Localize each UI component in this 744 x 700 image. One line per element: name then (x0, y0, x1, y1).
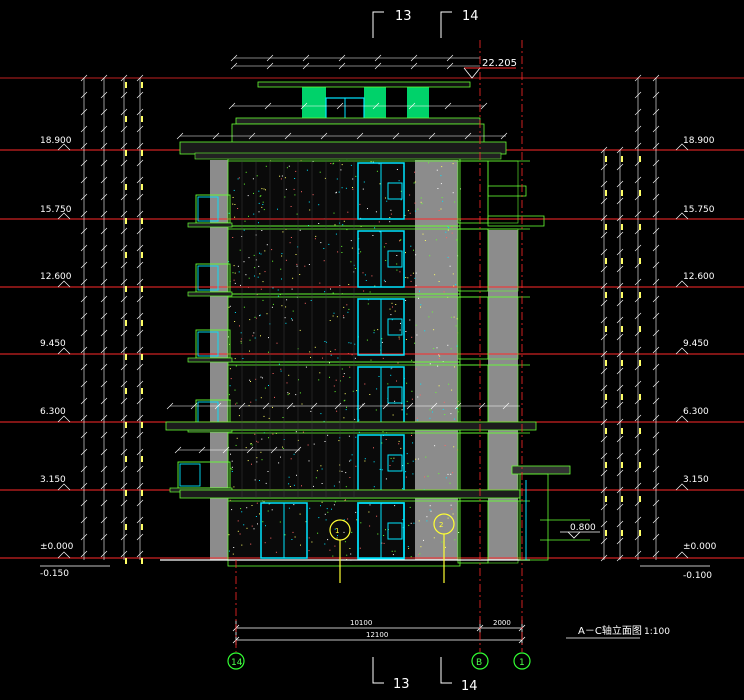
level-right-15750: 15.750 (683, 205, 715, 215)
roof-block-2 (364, 85, 386, 123)
level-labels-right: 18.900 15.750 12.600 9.450 6.300 3.150 ±… (683, 136, 717, 581)
level-labels-left: 18.900 15.750 12.600 9.450 6.300 3.150 ±… (40, 136, 74, 579)
level-right-12600: 12.600 (683, 272, 715, 282)
grey-wall-panel (415, 160, 458, 560)
level-left-000: ±0.000 (40, 542, 74, 552)
level-right-9450: 9.450 (683, 339, 709, 349)
level-left-18900: 18.900 (40, 136, 72, 146)
level-right-minus0100: -0.100 (683, 571, 712, 581)
level-right-3150: 3.150 (683, 475, 709, 485)
grade-marker-2: 2 (439, 521, 443, 529)
level-right-18900: 18.900 (683, 136, 715, 146)
axis-label-14: 14 (231, 658, 243, 668)
level-right-6300: 6.300 (683, 407, 709, 417)
canopy-level: 0.800 (560, 523, 600, 539)
section-mark-13-bottom: 13 (393, 677, 410, 692)
level-left-6300: 6.300 (40, 407, 66, 417)
grade-markers: 1 2 (329, 513, 455, 583)
section-mark-14-bottom: 14 (461, 679, 478, 694)
top-elevation-label: 22.205 (482, 58, 517, 69)
drawing-title: A－C轴立面图 1:100 (566, 624, 670, 639)
grey-wall-panel-right (488, 230, 518, 560)
section-mark-bottom: 13 14 (372, 657, 478, 694)
axis-label-B: B (476, 658, 482, 668)
dim-2000: 2000 (493, 619, 511, 627)
level-left-9450: 9.450 (40, 339, 66, 349)
grade-marker-1: 1 (335, 527, 339, 535)
dimension-lines (80, 54, 660, 564)
level-left-minus0150: -0.150 (40, 569, 69, 579)
canopy-level-label: 0.800 (570, 523, 596, 533)
section-mark-13-top: 13 (395, 9, 412, 24)
bottom-dimensions: 10100 12100 2000 (232, 619, 526, 645)
roof-structure (179, 81, 507, 160)
top-elevation: 22.205 (463, 58, 517, 79)
drawing-scale: 1:100 (644, 627, 670, 637)
level-left-3150: 3.150 (40, 475, 66, 485)
section-mark-14-top: 14 (462, 9, 479, 24)
dim-12100: 12100 (366, 631, 388, 639)
axis-markers: 14 B 1 (227, 40, 531, 670)
level-right-000: ±0.000 (683, 542, 717, 552)
section-mark-top: 13 14 (372, 9, 479, 38)
drawing-title-text: A－C轴立面图 (578, 624, 642, 637)
level-left-15750: 15.750 (40, 205, 72, 215)
roof-block-3 (407, 85, 429, 123)
axis-label-1: 1 (519, 658, 525, 668)
dim-10100: 10100 (350, 619, 372, 627)
level-left-12600: 12.600 (40, 272, 72, 282)
